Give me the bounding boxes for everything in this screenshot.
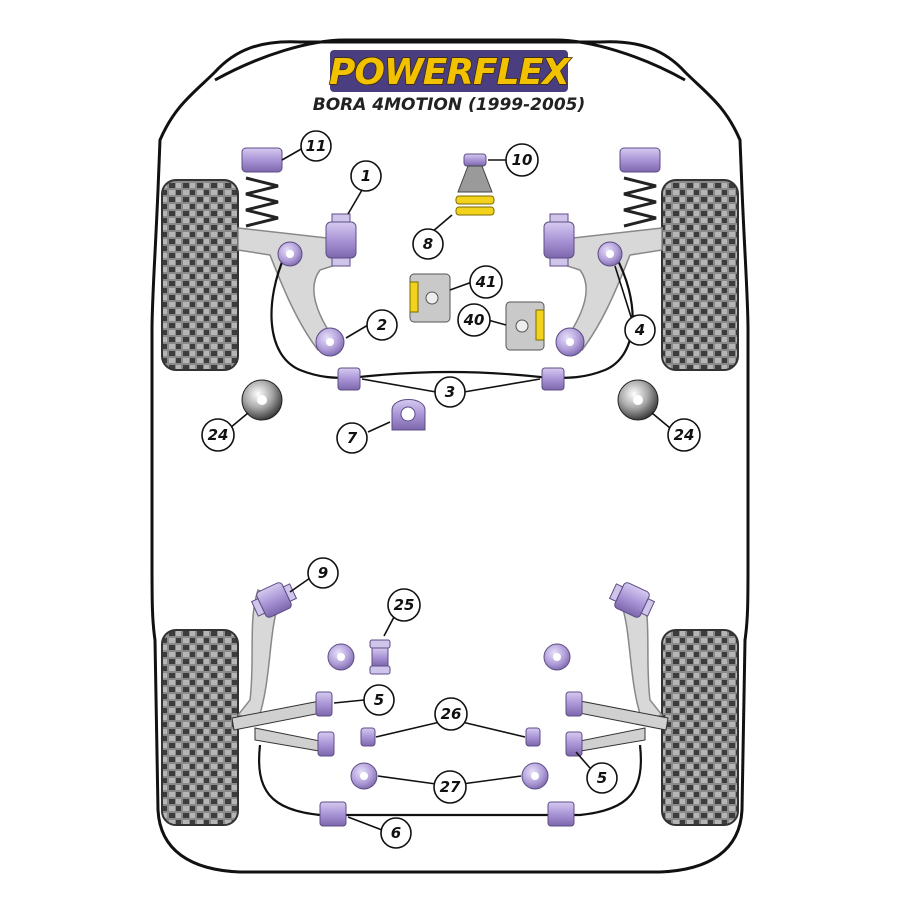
bush-hole: [531, 772, 539, 780]
callout-24-left: 24: [201, 418, 235, 452]
svg-text:11: 11: [306, 137, 327, 155]
callout-2: 2: [366, 309, 398, 341]
svg-text:6: 6: [391, 824, 401, 842]
callout-5-left: 5: [363, 684, 395, 716]
svg-text:24: 24: [208, 426, 229, 444]
bush-1-front-wishbone-right: [543, 213, 575, 267]
front-left-spring: [241, 147, 283, 228]
bush-hole: [566, 338, 574, 346]
leader-lines: [229, 147, 671, 831]
callout-11: 11: [300, 130, 332, 162]
svg-text:24: 24: [674, 426, 695, 444]
mount-hole: [257, 395, 267, 405]
bush-1-front-wishbone: [325, 213, 357, 267]
callout-26: 26: [434, 697, 468, 731]
svg-text:27: 27: [440, 778, 461, 796]
svg-text:7: 7: [347, 429, 358, 447]
model-title: BORA 4MOTION (1999-2005): [313, 95, 586, 115]
callout-6: 6: [380, 817, 412, 849]
brand-logo-backdrop: [330, 50, 568, 92]
svg-text:41: 41: [475, 273, 497, 291]
bush-5-rear-right-lower: [565, 731, 583, 757]
bush-6-rear-arb-left: [319, 801, 347, 827]
callout-41: 41: [469, 265, 503, 299]
svg-text:9: 9: [318, 564, 328, 582]
callout-40: 40: [457, 303, 491, 337]
callout-3: 3: [434, 376, 466, 408]
svg-text:2: 2: [377, 316, 387, 334]
tyre-front-left: [161, 179, 239, 371]
bush-5-rear-left-upper: [315, 691, 333, 717]
callout-1: 1: [350, 160, 382, 192]
svg-text:3: 3: [445, 383, 455, 401]
svg-text:4: 4: [634, 321, 645, 339]
bush-hole: [553, 653, 561, 661]
callout-24-right: 24: [667, 418, 701, 452]
bush-9-rear-left: [250, 582, 298, 618]
callout-7: 7: [336, 422, 368, 454]
svg-text:25: 25: [394, 596, 415, 614]
mount-hole: [633, 395, 643, 405]
front-anti-roll-bar: [270, 254, 634, 380]
bush-hole: [337, 653, 345, 661]
callout-4: 4: [624, 314, 656, 346]
bush-3-arb-right: [541, 367, 565, 391]
svg-text:5: 5: [597, 769, 607, 787]
svg-text:10: 10: [512, 151, 533, 169]
bush-26-left: [360, 727, 376, 747]
bush-hole: [606, 250, 614, 258]
callout-9: 9: [307, 557, 339, 589]
bush-6-rear-arb-right: [547, 801, 575, 827]
bush-40-mount: [505, 301, 545, 351]
tyre-rear-right: [661, 629, 739, 826]
bush-5-rear-left-lower: [317, 731, 335, 757]
front-right-spring: [619, 147, 661, 228]
bush-5-rear-right-upper: [565, 691, 583, 717]
callout-27: 27: [433, 770, 467, 804]
bush-hole: [286, 250, 294, 258]
rear-anti-roll-bar: [258, 744, 642, 817]
svg-text:8: 8: [423, 235, 433, 253]
callout-10: 10: [505, 143, 539, 177]
bush-41-mount: [409, 273, 451, 323]
bush-7-gearbox-mount: [391, 399, 426, 431]
bush-9-rear-right: [608, 582, 656, 618]
tyre-rear-left: [161, 629, 239, 826]
svg-text:5: 5: [374, 691, 384, 709]
bush-10-8-engine-mount: [455, 153, 495, 216]
bush-hole: [326, 338, 334, 346]
bush-25-rear-beam: [369, 639, 391, 675]
callout-25: 25: [387, 588, 421, 622]
callout-5-right: 5: [586, 762, 618, 794]
callout-8: 8: [412, 228, 444, 260]
bush-hole: [360, 772, 368, 780]
tyre-front-right: [661, 179, 739, 371]
bush-26-right: [525, 727, 541, 747]
svg-text:1: 1: [361, 167, 371, 185]
svg-text:40: 40: [463, 311, 485, 329]
bush-3-arb-left: [337, 367, 361, 391]
windscreen-line: [214, 38, 686, 82]
svg-text:26: 26: [441, 705, 462, 723]
brand-logo: POWERFLEX: [329, 52, 572, 93]
